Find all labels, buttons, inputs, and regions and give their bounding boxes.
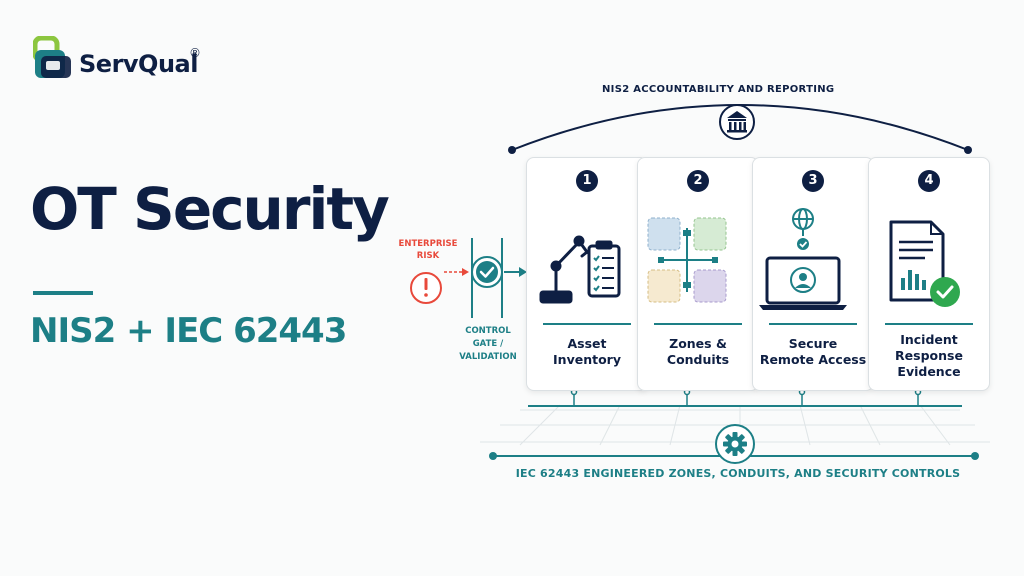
card-divider	[543, 323, 631, 325]
step-label: Incident Response Evidence	[895, 332, 963, 379]
gear-icon	[715, 424, 755, 464]
step-card-incident-response-evidence: 4 Incident Response Evidence	[868, 157, 990, 391]
step-card-zones-conduits: 2 Zones & Conduits	[637, 157, 759, 391]
step-number: 4	[918, 170, 940, 192]
card-divider	[654, 323, 742, 325]
zones-grid-icon	[647, 217, 727, 303]
page-subtitle: NIS2 + IEC 62443	[30, 311, 347, 351]
control-gate-label: CONTROL GATE / VALIDATION	[459, 326, 517, 362]
registered-mark: ®	[189, 46, 201, 60]
government-building-icon	[719, 104, 755, 140]
step-label: Asset Inventory	[553, 336, 621, 367]
report-checkmark-icon	[889, 220, 960, 307]
step-card-asset-inventory: 1 Asset Inventory	[526, 157, 648, 391]
step-card-secure-remote-access: 3 Secure Remote Access	[752, 157, 874, 391]
step-label: Zones & Conduits	[666, 336, 730, 367]
globe-laptop-user-icon	[759, 208, 847, 310]
brand-name: ServQual	[79, 50, 198, 78]
checkmark-icon	[479, 266, 495, 278]
title-underline	[33, 291, 93, 295]
exclamation-icon	[410, 272, 442, 304]
card-divider	[885, 323, 973, 325]
robot-arm-checklist-icon	[539, 235, 621, 304]
step-number: 2	[687, 170, 709, 192]
layered-lock-logo-icon	[33, 36, 71, 78]
step-number: 1	[576, 170, 598, 192]
page-title: OT Security	[30, 175, 390, 243]
enterprise-risk-label: ENTERPRISE RISK	[398, 239, 458, 261]
step-number: 3	[802, 170, 824, 192]
step-label: Secure Remote Access	[759, 336, 867, 367]
nis2-label: NIS2 ACCOUNTABILITY AND REPORTING	[602, 84, 835, 95]
iec-label: IEC 62443 ENGINEERED ZONES, CONDUITS, AN…	[515, 467, 961, 480]
control-gate	[471, 238, 503, 318]
bottom-connectors	[528, 388, 962, 407]
card-divider	[769, 323, 857, 325]
